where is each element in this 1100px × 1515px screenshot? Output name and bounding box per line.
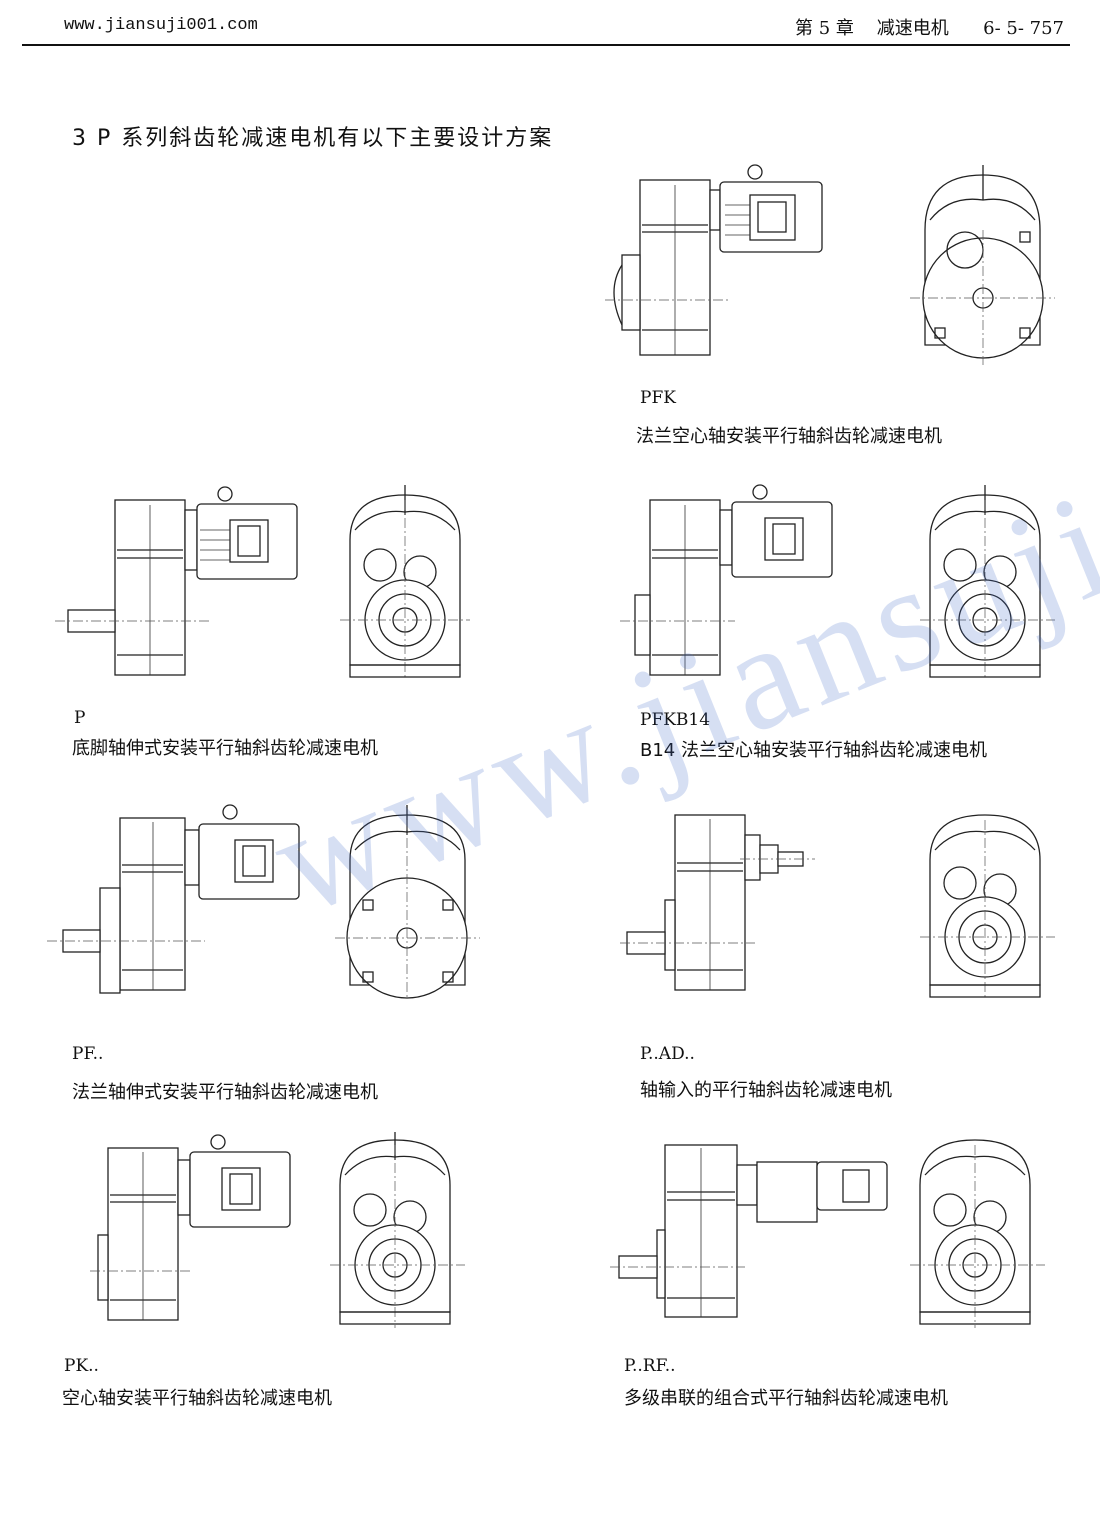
pf-drawing <box>47 804 480 1000</box>
header-url: www.jiansuji001.com <box>64 16 258 35</box>
variant-code: P..AD.. <box>640 1044 695 1064</box>
pfk-side-view <box>605 164 823 356</box>
pfkb14-front-view <box>920 485 1055 680</box>
variant-code: PFKB14 <box>640 710 711 730</box>
pfkb14-drawing <box>620 484 1055 680</box>
pad-front-view <box>920 814 1055 1000</box>
prf-side-view <box>610 1144 888 1318</box>
pfk-front-view <box>910 165 1055 365</box>
variant-description: 空心轴安装平行轴斜齿轮减速电机 <box>62 1388 332 1409</box>
variant-description: B14 法兰空心轴安装平行轴斜齿轮减速电机 <box>640 740 987 761</box>
pad-side-view <box>620 814 815 991</box>
pk-side-view <box>90 1134 291 1321</box>
p-front-view <box>340 485 470 680</box>
chapter-page-info: 第 5 章 减速电机 6- 5- 757 <box>795 18 1064 39</box>
header-divider <box>22 44 1070 46</box>
variant-code: PK.. <box>64 1356 99 1376</box>
variant-code: P..RF.. <box>624 1356 676 1376</box>
prf-drawing <box>610 1139 1045 1328</box>
pf-front-view <box>335 805 480 1000</box>
variant-code: P <box>74 708 86 728</box>
p-drawing <box>55 485 470 680</box>
variant-description: 法兰空心轴安装平行轴斜齿轮减速电机 <box>636 426 942 447</box>
pfk-drawing <box>605 164 1055 365</box>
variant-description: 轴输入的平行轴斜齿轮减速电机 <box>640 1080 892 1101</box>
section-title: 3 P 系列斜齿轮减速电机有以下主要设计方案 <box>72 126 554 151</box>
prf-front-view <box>910 1139 1045 1328</box>
pk-drawing <box>90 1132 465 1328</box>
variant-code: PF.. <box>72 1044 104 1064</box>
pfkb14-side-view <box>620 484 833 676</box>
pf-side-view <box>47 804 300 994</box>
pk-front-view <box>330 1132 465 1328</box>
variant-description: 多级串联的组合式平行轴斜齿轮减速电机 <box>624 1388 948 1409</box>
pad-drawing <box>620 814 1055 1000</box>
variant-description: 法兰轴伸式安装平行轴斜齿轮减速电机 <box>72 1082 378 1103</box>
variant-code: PFK <box>640 388 676 408</box>
p-side-view <box>55 486 298 676</box>
variant-description: 底脚轴伸式安装平行轴斜齿轮减速电机 <box>72 738 378 759</box>
